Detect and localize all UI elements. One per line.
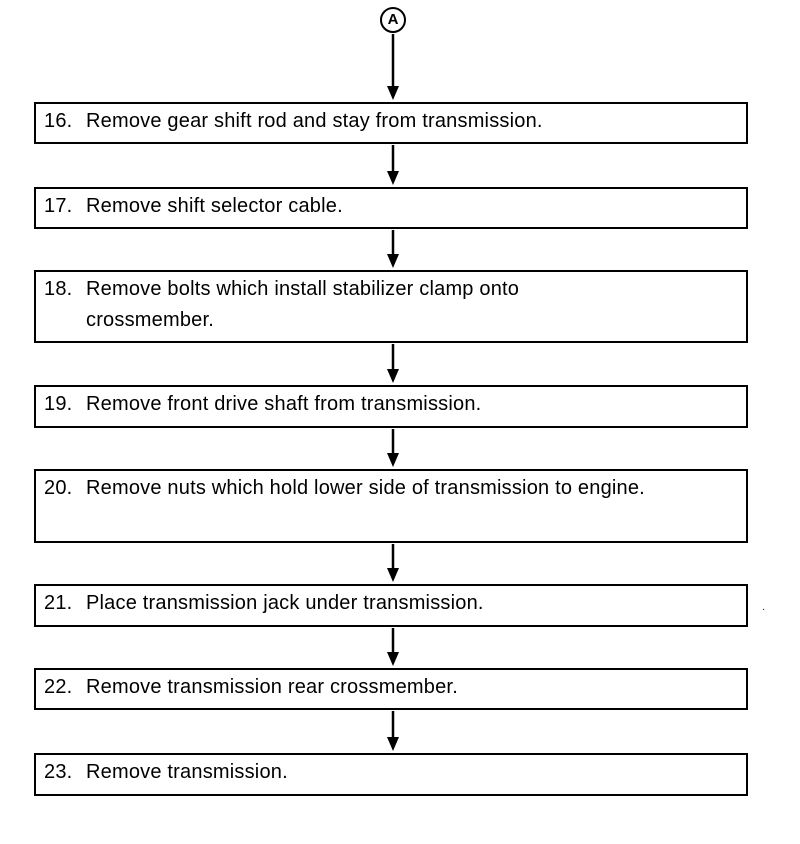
step-number: 17.: [44, 195, 73, 217]
step-text: Remove transmission.: [86, 761, 288, 783]
step-text: Remove shift selector cable.: [86, 195, 343, 217]
flow-arrow: [387, 145, 399, 185]
step-number: 20.: [44, 477, 73, 499]
flow-arrow: [387, 230, 399, 268]
step-text: Remove front drive shaft from transmissi…: [86, 393, 482, 415]
step-text: Remove bolts which install stabilizer cl…: [86, 278, 520, 331]
step-22: 22. Remove transmission rear crossmember…: [34, 668, 748, 710]
step-20: 20. Remove nuts which hold lower side of…: [34, 469, 748, 543]
step-number: 21.: [44, 592, 73, 614]
step-16: 16. Remove gear shift rod and stay from …: [34, 102, 748, 144]
flow-arrow: [387, 628, 399, 666]
step-17: 17. Remove shift selector cable.: [34, 187, 748, 229]
step-number: 18.: [44, 278, 73, 300]
step-number: 22.: [44, 676, 73, 698]
flow-arrow: [387, 429, 399, 467]
step-23: 23. Remove transmission.: [34, 753, 748, 796]
connector-marker-a: A: [380, 7, 406, 33]
step-text: Remove gear shift rod and stay from tran…: [86, 110, 543, 132]
step-number: 19.: [44, 393, 73, 415]
step-number: 16.: [44, 110, 73, 132]
step-text: Remove transmission rear crossmember.: [86, 676, 458, 698]
step-21: 21. Place transmission jack under transm…: [34, 584, 748, 627]
step-text: Place transmission jack under transmissi…: [86, 592, 484, 614]
stray-mark: ·: [762, 604, 766, 615]
step-number: 23.: [44, 761, 73, 783]
flow-arrow: [387, 34, 399, 100]
step-18: 18. Remove bolts which install stabilize…: [34, 270, 748, 343]
step-text: Remove nuts which hold lower side of tra…: [86, 477, 645, 499]
flow-arrow: [387, 344, 399, 383]
flow-arrow: [387, 544, 399, 582]
connector-label: A: [387, 11, 399, 28]
flow-arrow: [387, 711, 399, 751]
step-19: 19. Remove front drive shaft from transm…: [34, 385, 748, 428]
